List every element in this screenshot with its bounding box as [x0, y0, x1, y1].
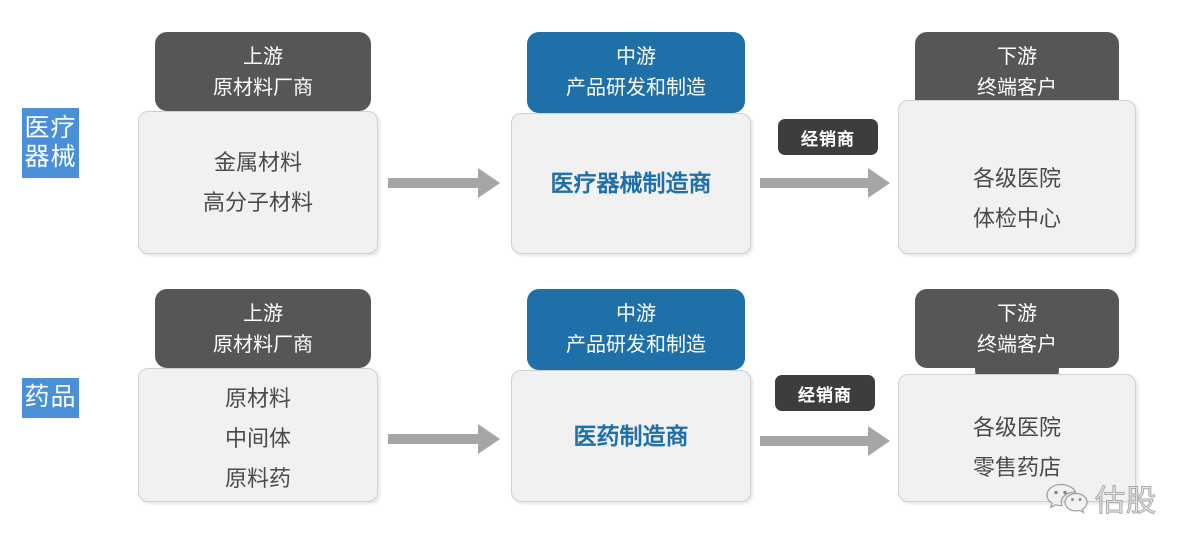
stage-card-item: 零售药店 — [972, 454, 1061, 480]
stage-header-line1: 上游 — [243, 303, 283, 325]
row-label-line1: 药品 — [24, 383, 77, 412]
row-label-medical-devices: 医疗 器械 — [22, 108, 79, 178]
arrow-shaft — [760, 178, 868, 188]
stage-row2-midstream: 中游 产品研发和制造 医药制造商 — [511, 289, 751, 502]
stage-header-plate-row1-upstream: 上游 原材料厂商 — [155, 32, 371, 111]
stage-card-row1-downstream: 各级医院 体检中心 — [898, 100, 1136, 254]
distributor-badge-row1: 经销商 — [778, 119, 878, 155]
stage-row1-upstream: 上游 原材料厂商 金属材料 高分子材料 — [138, 32, 378, 254]
stage-card-row2-midstream: 医药制造商 — [511, 370, 751, 502]
stage-header-line1: 下游 — [997, 46, 1037, 68]
stage-header-line2: 原材料厂商 — [213, 77, 313, 99]
row-label-line2: 器械 — [24, 143, 77, 171]
stage-card-item: 金属材料 — [213, 149, 302, 175]
stage-card-item: 各级医院 — [972, 165, 1061, 191]
arrow-head — [868, 168, 890, 198]
arrow-shaft — [388, 178, 478, 188]
arrow-head — [478, 168, 500, 198]
distributor-badge-label: 经销商 — [801, 129, 855, 149]
flow-arrow-row2-upstream-to-midstream — [388, 424, 500, 454]
flow-arrow-row2-midstream-to-downstream — [760, 426, 890, 456]
stage-row2-upstream: 上游 原材料厂商 原材料 中间体 原料药 — [138, 289, 378, 502]
row-label-pharmaceuticals: 药品 — [22, 378, 79, 418]
stage-row1-midstream: 中游 产品研发和制造 医疗器械制造商 — [511, 32, 751, 254]
flow-arrow-row1-midstream-to-downstream — [760, 168, 890, 198]
stage-row2-downstream: 下游 终端客户 各级医院 零售药店 — [898, 289, 1136, 502]
stage-header-plate-row2-downstream: 下游 终端客户 — [915, 289, 1119, 368]
distributor-badge-row2: 经销商 — [775, 375, 875, 411]
stage-card-item: 高分子材料 — [202, 189, 313, 215]
arrow-head — [868, 426, 890, 456]
distributor-badge-label: 经销商 — [798, 385, 852, 405]
row-label-line1: 医疗 — [24, 113, 77, 142]
arrow-head — [478, 424, 500, 454]
stage-header-plate-row2-midstream: 中游 产品研发和制造 — [527, 289, 745, 370]
stage-header-line2: 产品研发和制造 — [566, 334, 706, 356]
arrow-shaft — [388, 434, 478, 444]
stage-header-plate-row1-midstream: 中游 产品研发和制造 — [527, 32, 745, 113]
stage-header-line2: 原材料厂商 — [213, 334, 313, 356]
stage-row1-downstream: 下游 终端客户 各级医院 体检中心 — [898, 32, 1136, 254]
stage-card-item: 医药制造商 — [573, 422, 689, 449]
stage-card-item: 医疗器械制造商 — [550, 170, 712, 196]
stage-card-item: 原材料 — [224, 385, 291, 411]
stage-header-line2: 产品研发和制造 — [566, 77, 706, 99]
stage-card-row1-upstream: 金属材料 高分子材料 — [138, 111, 378, 254]
stage-header-line2: 终端客户 — [977, 334, 1057, 356]
stage-header-plate-row2-upstream: 上游 原材料厂商 — [155, 289, 371, 368]
stage-header-line1: 下游 — [997, 303, 1037, 325]
stage-card-item: 体检中心 — [972, 205, 1061, 231]
arrow-shaft — [760, 436, 868, 446]
stage-card-item: 中间体 — [224, 425, 291, 451]
stage-header-line1: 中游 — [616, 303, 656, 325]
stage-card-item: 各级医院 — [972, 414, 1061, 440]
stage-header-line1: 中游 — [616, 46, 656, 68]
stage-header-line1: 上游 — [243, 46, 283, 68]
stage-header-line2: 终端客户 — [977, 77, 1057, 99]
flow-arrow-row1-upstream-to-midstream — [388, 168, 500, 198]
stage-header-plate-row1-downstream: 下游 终端客户 — [915, 32, 1119, 111]
stage-card-row2-upstream: 原材料 中间体 原料药 — [138, 368, 378, 502]
stage-card-item: 原料药 — [224, 465, 291, 491]
stage-card-row1-midstream: 医疗器械制造商 — [511, 113, 751, 254]
stage-card-row2-downstream: 各级医院 零售药店 — [898, 374, 1136, 502]
